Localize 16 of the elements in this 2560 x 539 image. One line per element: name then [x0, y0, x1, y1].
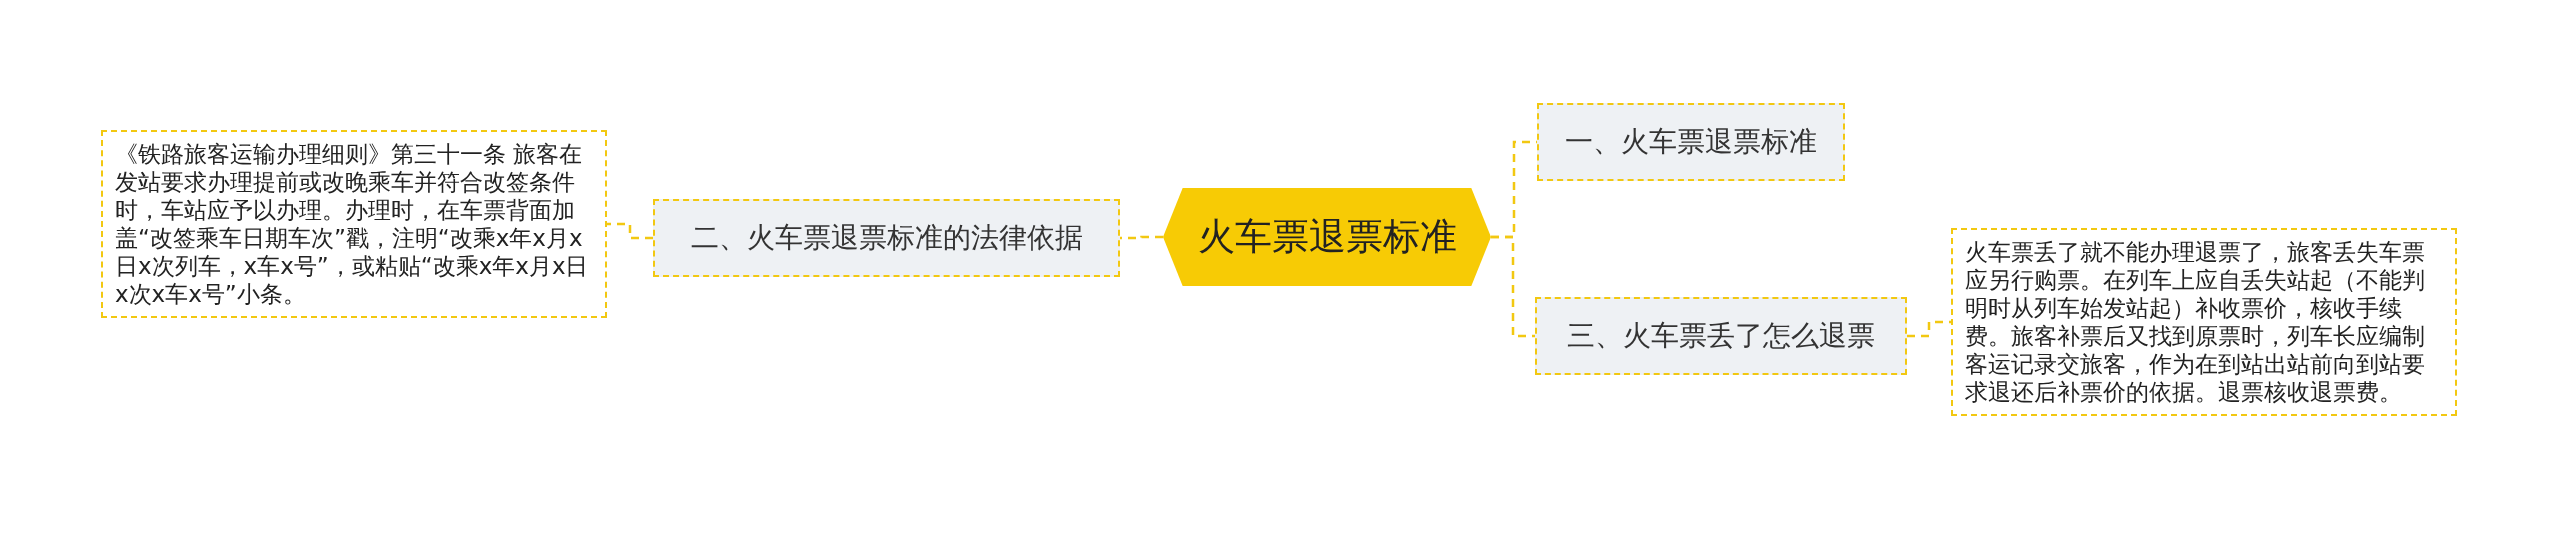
topic-box [1535, 297, 1907, 375]
node-text: 三、火车票丢了怎么退票 [1567, 318, 1875, 354]
topic-box [1537, 103, 1845, 181]
node-text: 二、火车票退票标准的法律依据 [690, 220, 1083, 256]
node-text: 火车票丢了就不能办理退票了，旅客丢失车票应另行购票。在列车上应自丢失站起（不能判明时从列车始发站起）补收票价，核收手续费。旅客补票后又找到原票时，列车长应编制客运记录交旅客，作为在到站出站前向到站要求退还后补票价的依据。退票核收退票费。 [1965, 239, 2425, 405]
topic-box [653, 199, 1120, 277]
connector-line [1907, 320, 1951, 338]
node-text: 火车票退票标准 [1197, 214, 1457, 261]
note-box [101, 130, 607, 318]
hexagon-node [1163, 188, 1491, 286]
connector-line [607, 222, 653, 240]
connector-line [1120, 235, 1163, 240]
connector-line [1491, 235, 1535, 338]
note-box [1951, 228, 2457, 416]
node-text: 《铁路旅客运输办理细则》第三十一条 旅客在发站要求办理提前或改晚乘车并符合改签条件时，车站应予以办理。办理时，在车票背面加盖“改签乘车日期车次”戳，注明“改乘x年x月x日x次列车，x车x号”，或粘贴“改乘x年x月x日x次x车x号”小条。 [115, 141, 589, 307]
node-text: 一、火车票退票标准 [1565, 124, 1817, 160]
